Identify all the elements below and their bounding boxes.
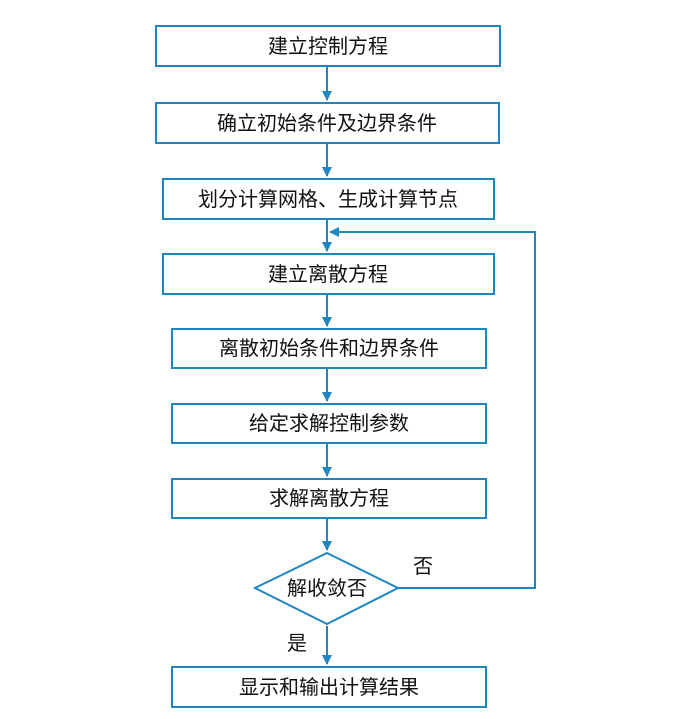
step-label-3: 划分计算网格、生成计算节点 <box>198 187 458 211</box>
step-label-2: 确立初始条件及边界条件 <box>217 111 437 135</box>
final-output-box <box>171 666 487 708</box>
step-box-7 <box>171 478 487 519</box>
step-box-5 <box>171 328 487 369</box>
step-label-1: 建立控制方程 <box>268 34 388 58</box>
step-label-6: 给定求解控制参数 <box>249 411 409 435</box>
step-box-6 <box>171 403 487 444</box>
step-label-5: 离散初始条件和边界条件 <box>219 336 439 360</box>
decision-diamond <box>252 551 401 626</box>
decision-yes-label: 是 <box>287 631 307 655</box>
step-label-4: 建立离散方程 <box>268 262 388 286</box>
step-box-1 <box>155 25 501 67</box>
step-box-2 <box>155 102 500 144</box>
step-box-4 <box>162 253 495 295</box>
decision-no-label: 否 <box>413 554 433 578</box>
decision-label: 解收敛否 <box>287 576 367 600</box>
loop-back-arrow <box>329 227 536 589</box>
step-box-3 <box>162 178 495 220</box>
step-label-7: 求解离散方程 <box>269 486 389 510</box>
final-output-label: 显示和输出计算结果 <box>239 675 419 699</box>
